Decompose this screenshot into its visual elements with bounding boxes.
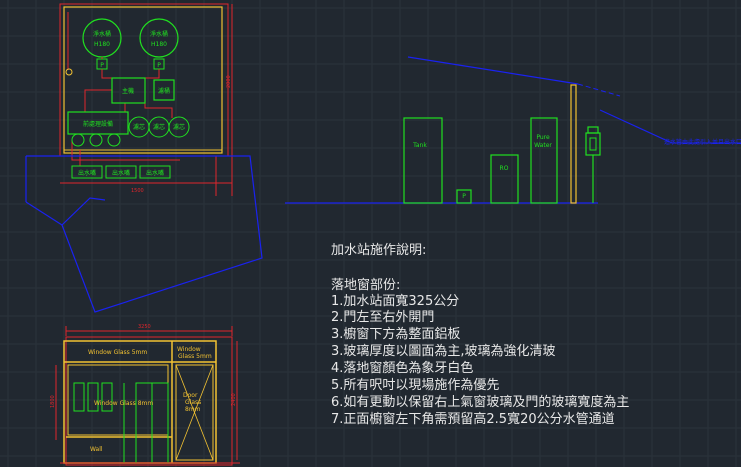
- tank-2-name: 淨水桶: [150, 30, 168, 38]
- front-dim-left: 1800: [50, 395, 56, 408]
- notes-item-8: 7.正面櫥窗左下角需預留高2.5寬20公分水管通道: [331, 412, 615, 427]
- floor-plan-labels: 淨水桶 H180 淨水桶 H180 P P 主機 濾桶 前處理設備 濾芯 濾芯 …: [78, 30, 185, 177]
- plan-tank-2: [139, 18, 179, 58]
- front-main-window-label: Window Glass 8mm: [94, 400, 153, 407]
- pump-2-label: P: [157, 62, 161, 69]
- elevation-roof-line: [407, 56, 579, 85]
- front-wall-label: Wall: [90, 446, 103, 453]
- front-door-label-1: Door: [183, 392, 198, 399]
- front-window-right-label-1: Window: [177, 346, 201, 353]
- elevation-pure-water: [530, 117, 558, 204]
- front-door-label-3: 8mm: [185, 406, 201, 413]
- outlet-2-label: 出水嘴: [112, 169, 130, 177]
- outlet-1-label: 出水嘴: [78, 169, 96, 177]
- front-window-top-label: Window Glass 5mm: [88, 349, 147, 356]
- filter-3-label: 濾芯: [173, 123, 185, 131]
- floor-plan: [25, 3, 263, 313]
- plan-outlet-2: [105, 165, 137, 179]
- plan-outlet-1: [71, 165, 103, 179]
- plan-main-unit: [111, 77, 146, 104]
- floor-outline-diagonal: [25, 201, 63, 226]
- front-door-swing: [175, 364, 214, 461]
- front-equipment: [73, 382, 85, 412]
- plan-filter-box: [153, 79, 175, 101]
- elevation-pump: [456, 189, 472, 204]
- front-window-right-label-2: Glass 5mm: [178, 353, 212, 360]
- plan-outlet-3: [139, 165, 171, 179]
- plan-dim-bottom: 1500: [131, 188, 144, 194]
- filter-box-label: 濾桶: [158, 87, 170, 95]
- outlet-3-label: 出水嘴: [146, 169, 164, 177]
- front-outer-red-frame: [65, 336, 233, 466]
- elevation-pure-label-2: Water: [534, 142, 552, 149]
- elevation-pump-label: P: [462, 193, 466, 200]
- notes-item-7: 6.如有更動以保留右上氣窗玻璃及門的玻璃寬度為主: [331, 395, 630, 410]
- notes-section: 落地窗部份:: [331, 278, 401, 293]
- plan-pipe: [101, 69, 112, 79]
- elevation-leader-line: [599, 109, 673, 144]
- side-elevation: [285, 56, 741, 204]
- tank-1-size: H180: [94, 41, 110, 48]
- front-dim-top: 3250: [138, 324, 151, 330]
- notes-title: 加水站施作說明:: [331, 243, 427, 258]
- elevation-pure-label-1: Pure: [536, 134, 550, 141]
- plan-wheel: [107, 133, 121, 147]
- tank-2-size: H180: [151, 41, 167, 48]
- floor-outline: [26, 155, 263, 313]
- elevation-tank: [403, 117, 443, 204]
- elevation-tank-label: Tank: [412, 142, 427, 149]
- elevation-arrow-label: 進水管由此處引入並且出水口: [664, 138, 741, 146]
- elevation-door-frame: [570, 84, 577, 204]
- front-door-label-2: Glass: [185, 399, 201, 406]
- notes-item-1: 1.加水站面寬325公分: [331, 294, 460, 309]
- front-equipment: [87, 382, 99, 412]
- notes-item-6: 5.所有呎吋以現場施作為優先: [331, 378, 500, 393]
- front-dimensions: 3250 1800 2400: [50, 324, 237, 408]
- main-unit-label: 主機: [122, 87, 134, 95]
- front-dim-right: 2400: [231, 393, 237, 406]
- plan-inner-frame: [63, 6, 223, 154]
- pretreatment-label: 前處理設備: [83, 120, 113, 128]
- plan-filter-3: [168, 116, 190, 138]
- elevation-ro-unit: [490, 154, 519, 204]
- elevation-roof-dashed: [577, 83, 621, 97]
- filter-2-label: 濾芯: [153, 123, 165, 131]
- front-elevation: [55, 326, 240, 466]
- plan-wheel: [89, 133, 103, 147]
- elevation-labels: Tank P RO Pure Water: [412, 134, 552, 200]
- notes-item-4: 3.玻璃厚度以圖面為主,玻璃為強化清玻: [331, 344, 556, 359]
- floor-plan-dimensions: 2000 1500: [131, 75, 232, 194]
- notes-item-5: 4.落地窗顏色為象牙白色: [331, 361, 474, 376]
- plan-dim-right: 2000: [226, 75, 232, 88]
- plan-wheel: [71, 133, 85, 147]
- filter-1-label: 濾芯: [133, 123, 145, 131]
- elevation-dispenser-panel: [589, 137, 597, 151]
- pump-1-label: P: [100, 62, 104, 69]
- elevation-ro-label: RO: [500, 165, 509, 172]
- notes-item-3: 3.櫥窗下方為整面鋁板: [331, 327, 461, 342]
- tank-1-name: 淨水桶: [93, 30, 111, 38]
- plan-pipe: [145, 69, 160, 79]
- plan-pipe: [71, 140, 180, 161]
- notes-item-2: 2.門左至右外開門: [331, 310, 435, 325]
- front-door: [175, 364, 214, 461]
- front-labels: Window Glass 5mm Window Glass 5mm Window…: [88, 346, 212, 453]
- plan-pipe: [84, 89, 112, 112]
- plan-valve: [65, 68, 73, 76]
- front-equipment: [101, 382, 113, 412]
